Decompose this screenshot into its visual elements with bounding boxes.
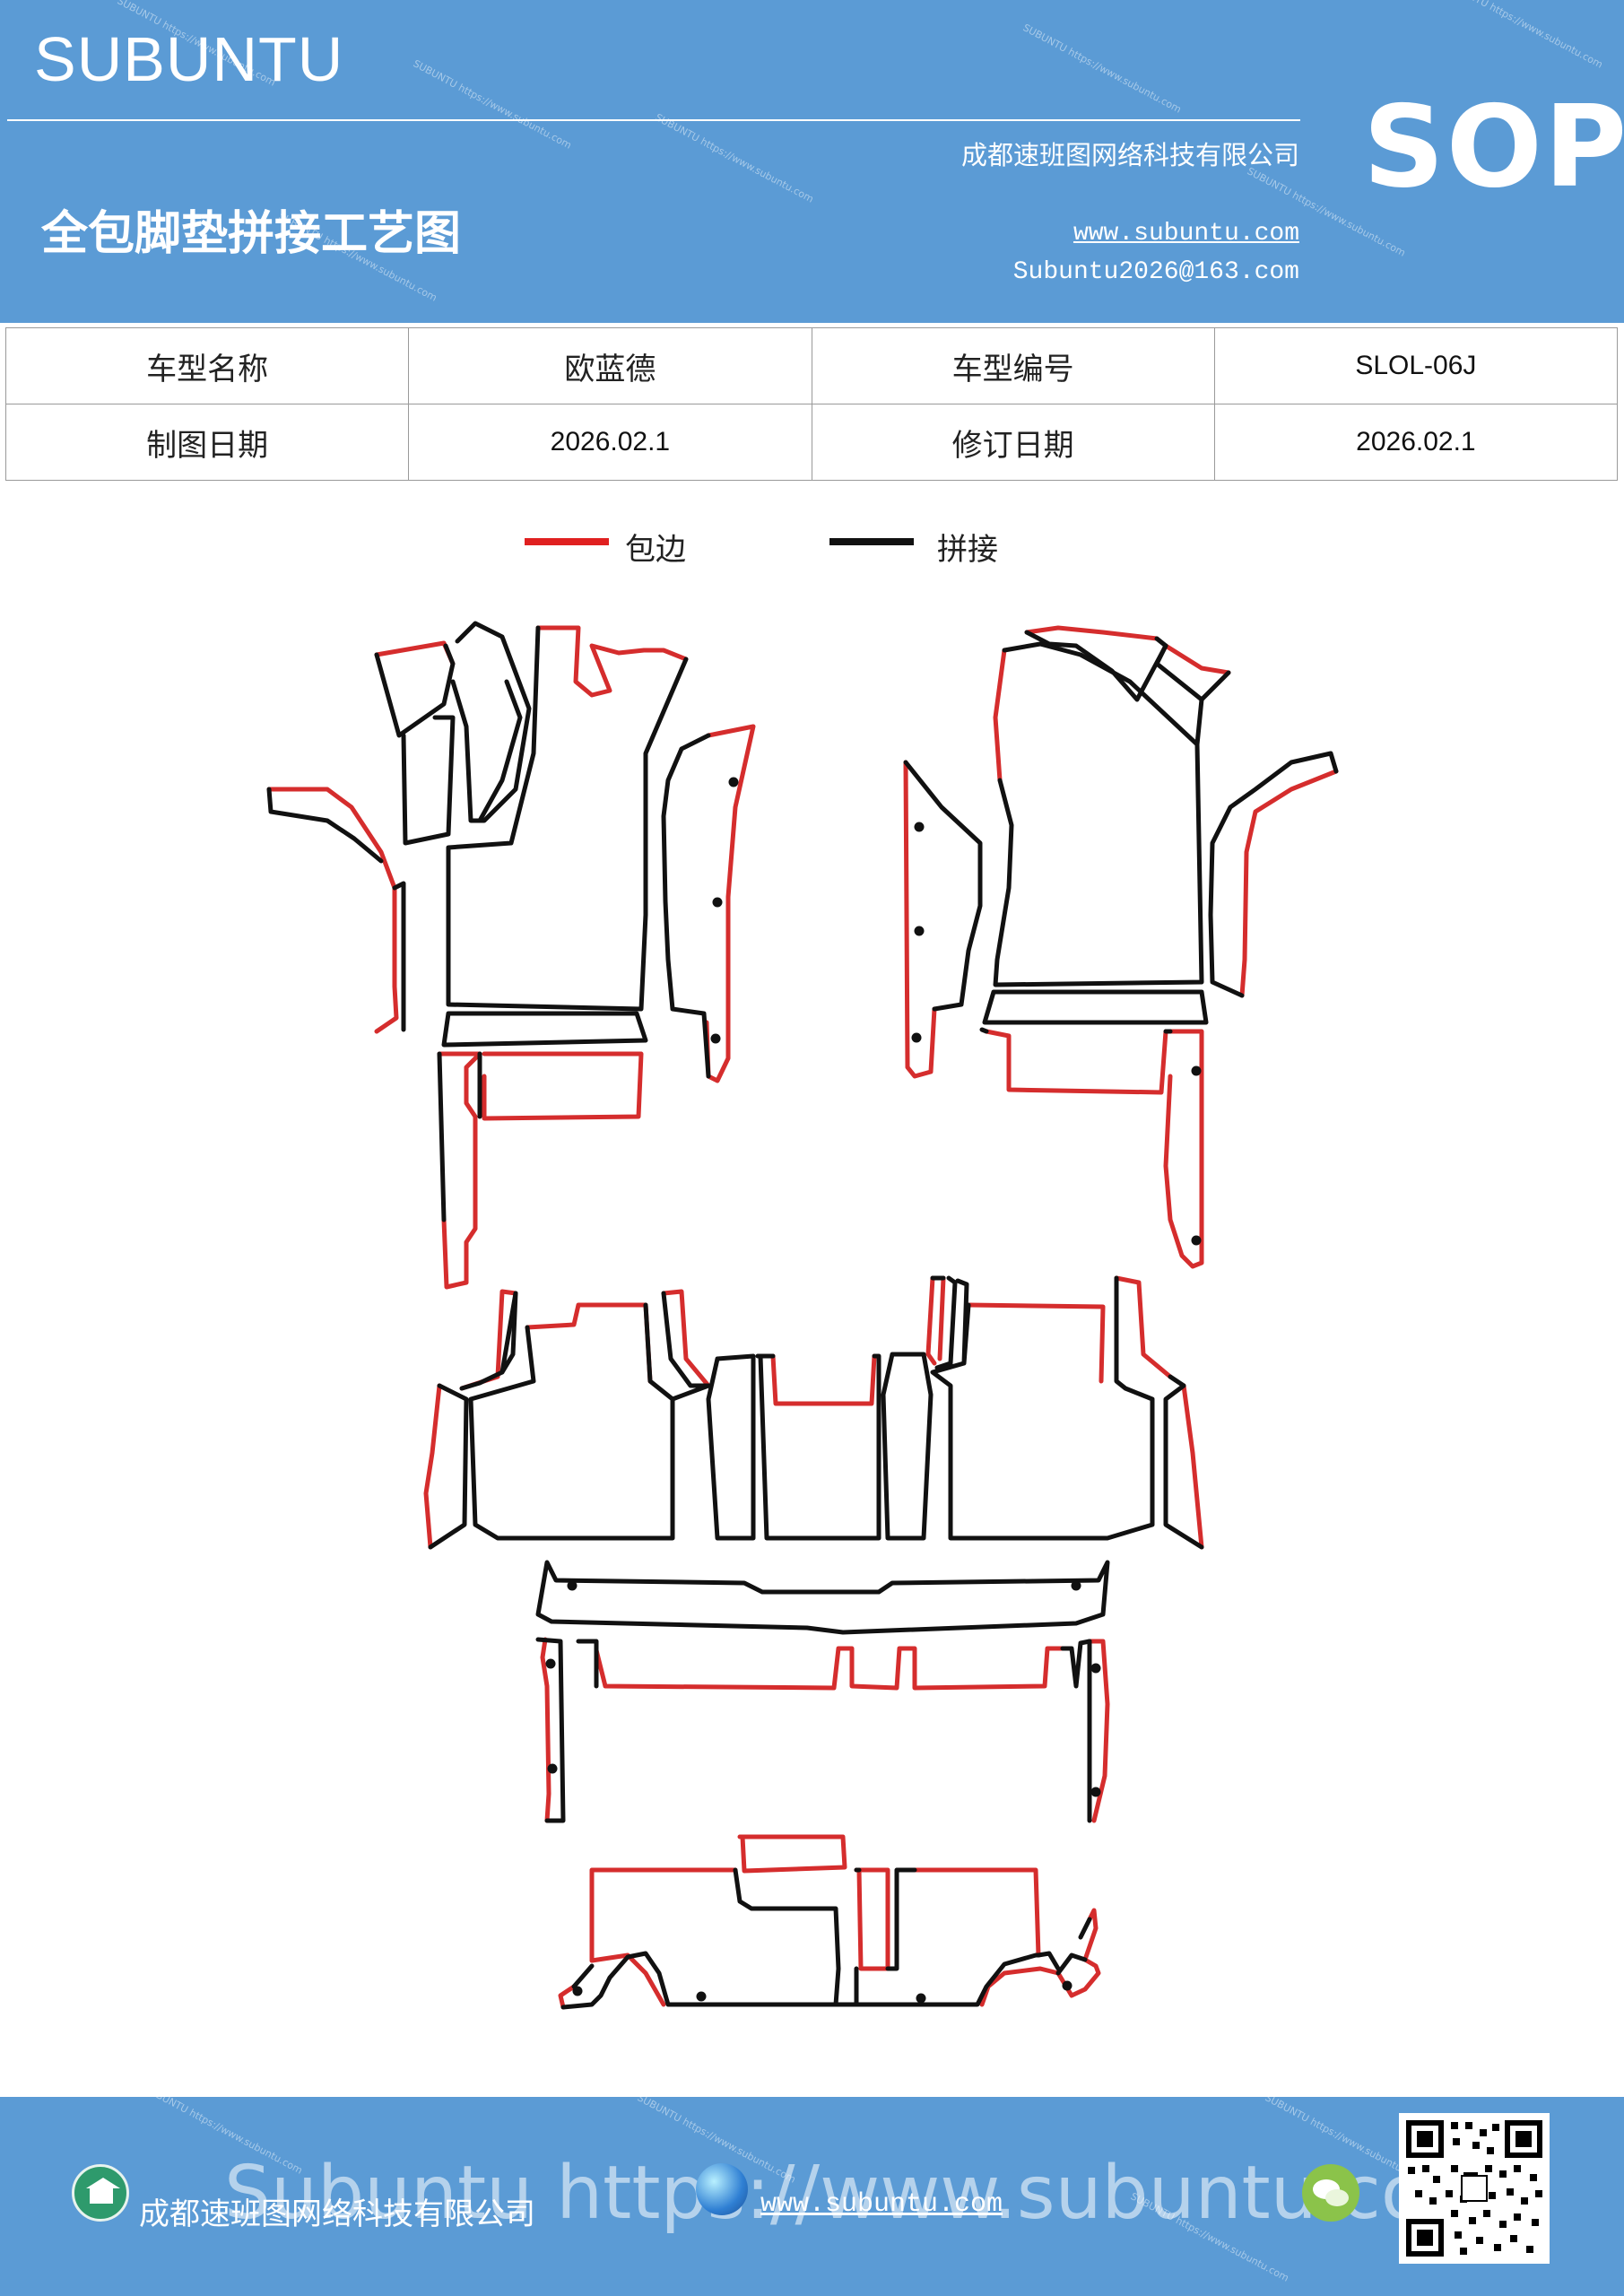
fastener-dot: [1071, 1580, 1081, 1591]
mat-seam: [560, 1867, 1092, 2010]
mat-edge: [558, 1834, 1101, 2010]
fastener-dot: [1090, 1663, 1101, 1674]
table-cell-label: 制图日期: [4, 404, 410, 481]
mat-edge: [266, 625, 756, 1290]
fastener-dot: [914, 926, 925, 936]
fastener-dot: [1090, 1787, 1101, 1797]
footer-watermark: Subuntu https://www.subuntu.com: [224, 2151, 1498, 2236]
table-row: 制图日期 2026.02.1 修订日期 2026.02.1: [4, 404, 1619, 481]
qr-code[interactable]: [1399, 2113, 1550, 2264]
fastener-dot: [572, 1986, 583, 1996]
vehicle-info-table: 车型名称 欧蓝德 车型编号 SLOL-06J 制图日期 2026.02.1 修订…: [4, 327, 1619, 481]
legend-swatch-red: [525, 538, 609, 545]
fastener-dot: [710, 1033, 721, 1044]
table-cell-value: 欧蓝德: [408, 327, 812, 404]
wechat-icon: [1302, 2164, 1359, 2222]
legend-swatch-black: [829, 538, 914, 545]
fastener-dot: [1062, 1980, 1073, 1991]
fastener-dot: [728, 777, 739, 787]
website-link[interactable]: www.subuntu.com: [1073, 220, 1299, 248]
header-divider: [7, 119, 1300, 121]
fastener-dot: [545, 1658, 556, 1669]
sop-badge: SOP: [1363, 81, 1624, 213]
fastener-dot: [712, 897, 723, 908]
table-cell-label: 车型名称: [4, 327, 410, 404]
second-row-mat-group: [423, 1275, 1204, 1823]
header-banner: SUBUNTU https://www.subuntu.com SUBUNTU …: [0, 0, 1624, 323]
fastener-dot: [696, 1991, 707, 2002]
mat-seam: [428, 1275, 1204, 1823]
footer-banner: SUBUNTU https://www.subuntu.com SUBUNTU …: [0, 2097, 1624, 2296]
fastener-dot: [914, 822, 925, 832]
qr-code-pattern: [1406, 2120, 1542, 2257]
fastener-dot: [916, 1993, 926, 2004]
front-right-mat-group: [903, 625, 1339, 1269]
trunk-mat-group: [558, 1834, 1101, 2010]
mat-edge: [423, 1275, 1204, 1823]
mat-edge: [903, 625, 1339, 1269]
legend-item-seam: 拼接: [829, 525, 1009, 570]
fastener-dot: [1191, 1065, 1202, 1076]
fastener-dot: [1191, 1235, 1202, 1246]
legend-label: 拼接: [937, 532, 998, 568]
legend-item-edge: 包边: [525, 525, 704, 570]
globe-icon: [696, 2163, 748, 2215]
fastener-dot: [911, 1032, 922, 1043]
fastener-dot: [567, 1580, 578, 1591]
email-address: Subuntu2026@163.com: [1012, 258, 1299, 286]
table-cell-value: SLOL-06J: [1213, 327, 1619, 404]
house-icon: [72, 2164, 129, 2222]
table-cell-label: 车型编号: [811, 327, 1215, 404]
table-cell-value: 2026.02.1: [1213, 404, 1619, 481]
footer-company-name: 成都速班图网络科技有限公司: [139, 2196, 535, 2232]
company-name: 成都速班图网络科技有限公司: [960, 140, 1299, 170]
legend-label: 包边: [625, 532, 686, 568]
table-row: 车型名称 欧蓝德 车型编号 SLOL-06J: [4, 327, 1619, 404]
brand-logo-text: SUBUNTU: [34, 24, 344, 94]
table-cell-value: 2026.02.1: [408, 404, 812, 481]
mat-seam: [266, 621, 711, 1222]
document-title: 全包脚垫拼接工艺图: [41, 206, 462, 261]
front-left-mat-group: [266, 621, 756, 1290]
table-cell-label: 修订日期: [811, 404, 1215, 481]
footer-website-link[interactable]: www.subuntu.com: [760, 2189, 1003, 2220]
mat-seam: [903, 630, 1339, 1034]
fastener-dot: [547, 1763, 558, 1774]
